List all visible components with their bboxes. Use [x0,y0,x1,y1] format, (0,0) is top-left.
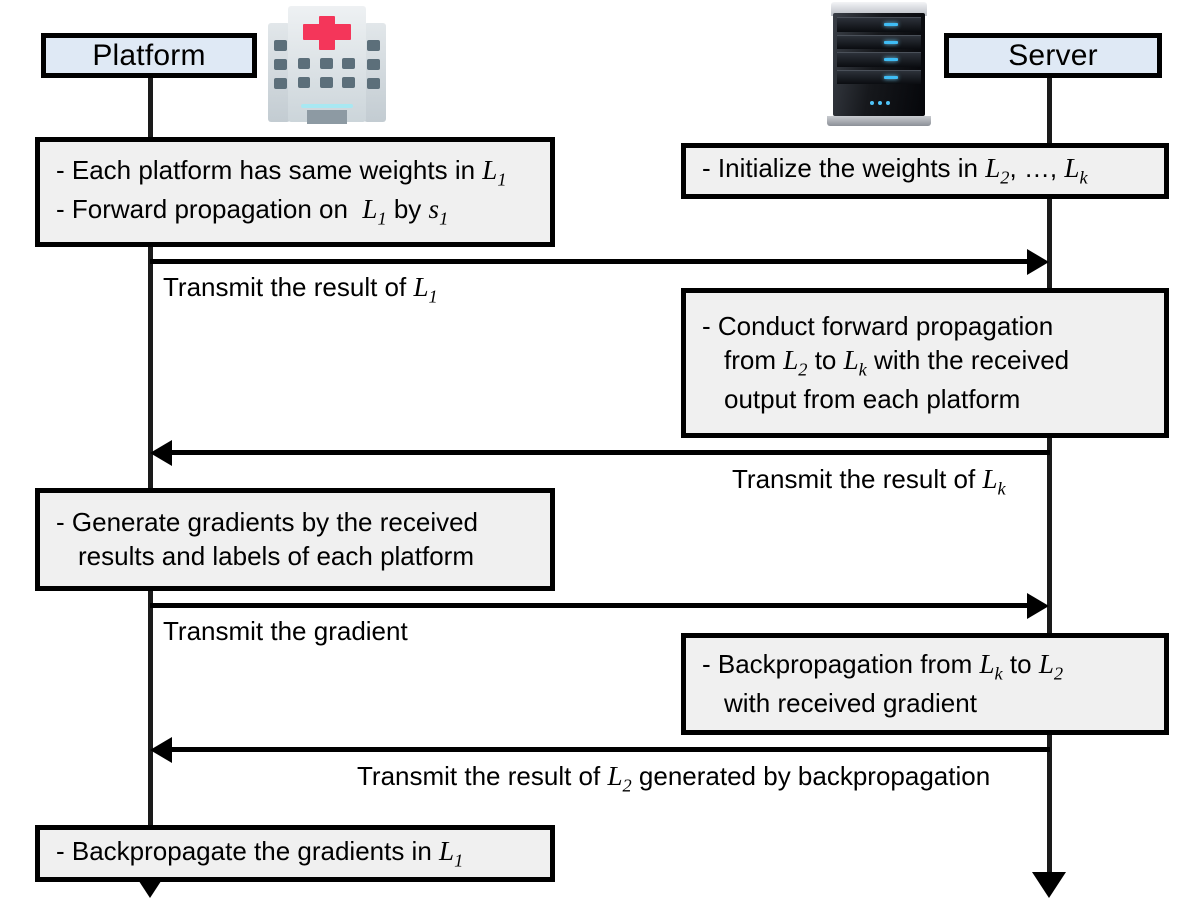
note-server-backprop: - Backpropagation from Lk to L2 with rec… [681,633,1169,735]
note-platform-backprop: - Backpropagate the gradients in L1 [35,825,555,882]
message-arrowhead-transmit-l2-backprop [150,737,172,763]
note-line: with received gradient [724,687,977,718]
lifeline-server-end-arrow [1032,872,1066,898]
note-line: - Backpropagate the gradients in L1 [56,835,464,871]
note-line: from L2 to Lk with the received [724,345,1070,380]
server-rack-icon [827,2,931,126]
message-arrowhead-transmit-gradient [1027,593,1049,619]
message-line-transmit-lk [172,450,1050,455]
note-line: - Generate gradients by the received [56,506,479,537]
message-arrowhead-transmit-lk [150,440,172,466]
note-server-forward: - Conduct forward propagation from L2 to… [681,288,1169,438]
message-label-transmit-lk: Transmit the result of Lk [732,464,1006,499]
note-line: results and labels of each platform [78,540,474,571]
message-arrowhead-transmit-l1 [1027,249,1049,275]
note-line: output from each platform [724,383,1021,414]
actor-header-platform[interactable]: Platform [41,33,257,78]
note-line: - Forward propagation on L1 by s1 [56,194,449,229]
note-line: - Backpropagation from Lk to L2 [702,649,1064,684]
lifeline-platform [148,78,153,878]
actor-label-server: Server [1008,38,1098,72]
message-label-transmit-l1: Transmit the result of L1 [163,272,438,307]
note-line: - Initialize the weights in L2, …, Lk [702,153,1088,188]
actor-header-server[interactable]: Server [944,33,1162,78]
hospital-icon [268,4,386,124]
note-platform-gradients: - Generate gradients by the received res… [35,488,555,591]
message-line-transmit-l2-backprop [172,747,1050,752]
note-platform-init: - Each platform has same weights in L1 -… [35,137,555,247]
note-line: - Conduct forward propagation [702,310,1054,341]
message-label-transmit-l2-backprop: Transmit the result of L2 generated by b… [357,761,991,796]
message-line-transmit-gradient [150,603,1028,608]
message-label-transmit-gradient: Transmit the gradient [163,616,408,646]
note-server-init: - Initialize the weights in L2, …, Lk [681,143,1169,199]
message-line-transmit-l1 [150,259,1028,264]
actor-label-platform: Platform [92,38,206,72]
lifeline-server [1047,78,1052,878]
note-line: - Each platform has same weights in L1 [56,154,507,190]
